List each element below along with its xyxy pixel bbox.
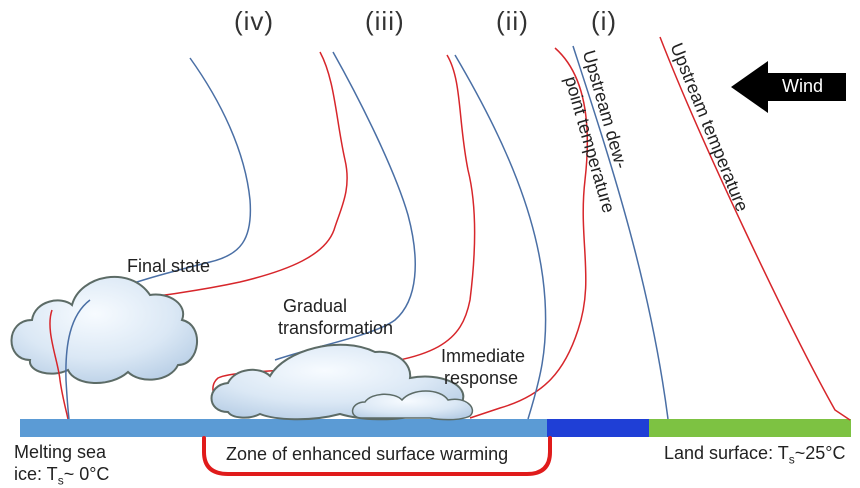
profile-i-dewpoint-line	[572, 45, 669, 420]
land-surface-label-suffix: ~25°C	[794, 443, 846, 463]
zone-label: Zone of enhanced surface warming	[226, 444, 509, 464]
ocean-surface-bar	[547, 419, 649, 437]
immediate-response-label-line2: response	[444, 368, 519, 388]
zone-bracket	[202, 436, 552, 476]
profile-ii-dewpoint-line	[454, 54, 547, 420]
sea-ice-label-suffix: ~ 0°C	[63, 464, 110, 484]
land-surface-label-prefix: Land surface: T	[664, 443, 789, 463]
stage-label-ii: (ii)	[496, 6, 529, 36]
immediate-response-label-line1: Immediate	[441, 346, 526, 366]
stage-label-i: (i)	[591, 6, 618, 36]
sea-ice-surface-bar	[20, 419, 547, 437]
wind-label: Wind	[782, 76, 824, 96]
gradual-transformation-label-line1: Gradual	[283, 296, 348, 316]
profile-iv-dewpoint-lower	[65, 299, 91, 420]
sea-ice-label-prefix: ice: T	[14, 464, 58, 484]
profile-iv-dewpoint-line	[89, 57, 252, 301]
wind-arrow	[731, 61, 846, 113]
sea-ice-label-line1: Melting sea	[14, 442, 107, 462]
profile-iii-dewpoint-line	[274, 51, 416, 361]
sea-ice-label-line2: ice: Ts~ 0°C	[14, 464, 109, 488]
profile-i-temperature-line	[469, 47, 589, 419]
profile-iv-temperature-line	[49, 309, 69, 420]
stage-label-iii: (iii)	[365, 6, 405, 36]
land-surface-bar	[649, 419, 851, 437]
land-surface-label: Land surface: Ts~25°C	[664, 443, 845, 467]
profile-ii-temperature-line	[212, 54, 476, 406]
sea-ice-label-subscript: s	[57, 473, 64, 488]
land-surface-label-subscript: s	[788, 452, 795, 467]
final-state-cloud	[10, 276, 198, 385]
final-state-label: Final state	[127, 256, 211, 276]
immediate-response-cloud	[351, 390, 474, 421]
upstream-temperature-line	[659, 36, 851, 421]
stage-label-iv: (iv)	[234, 6, 275, 36]
gradual-transformation-label-line2: transformation	[278, 318, 394, 338]
